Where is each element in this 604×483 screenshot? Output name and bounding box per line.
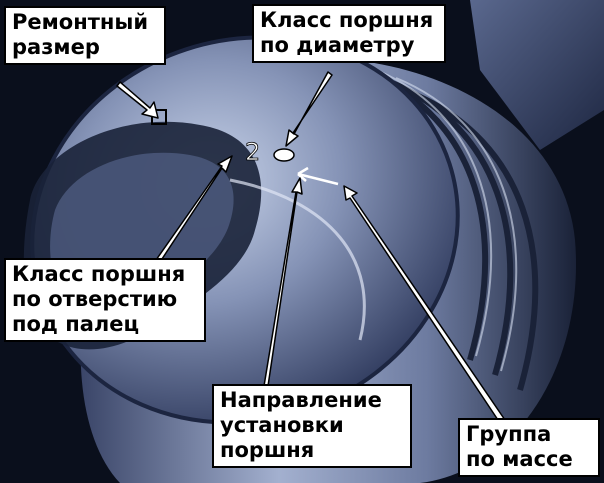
label-line: под палец — [12, 312, 140, 336]
label-line: Направление — [220, 388, 382, 412]
label-line: Класс поршня — [260, 8, 434, 32]
label-diameter-class: Класс поршня по диаметру — [252, 4, 446, 63]
label-install-direction: Направление установки поршня — [212, 384, 412, 468]
direction-arrow-mark — [297, 172, 339, 186]
diameter-class-mark — [273, 148, 295, 162]
label-pin-hole-class: Класс поршня по отверстию под палец — [4, 258, 206, 342]
label-mass-group: Группа по массе — [458, 418, 600, 477]
label-line: Класс поршня — [12, 262, 186, 286]
label-line: Группа — [466, 422, 552, 446]
label-line: по массе — [466, 447, 573, 471]
connecting-rod — [470, 0, 604, 150]
class-digit-mark: 2 — [245, 138, 260, 166]
label-line: Ремонтный — [12, 10, 149, 34]
label-repair-size: Ремонтный размер — [4, 6, 166, 65]
label-line: установки — [220, 413, 344, 437]
label-line: по отверстию — [12, 287, 178, 311]
leader-arrows — [116, 71, 506, 424]
label-line: по диаметру — [260, 33, 415, 57]
label-line: поршня — [220, 438, 315, 462]
label-line: размер — [12, 35, 100, 59]
